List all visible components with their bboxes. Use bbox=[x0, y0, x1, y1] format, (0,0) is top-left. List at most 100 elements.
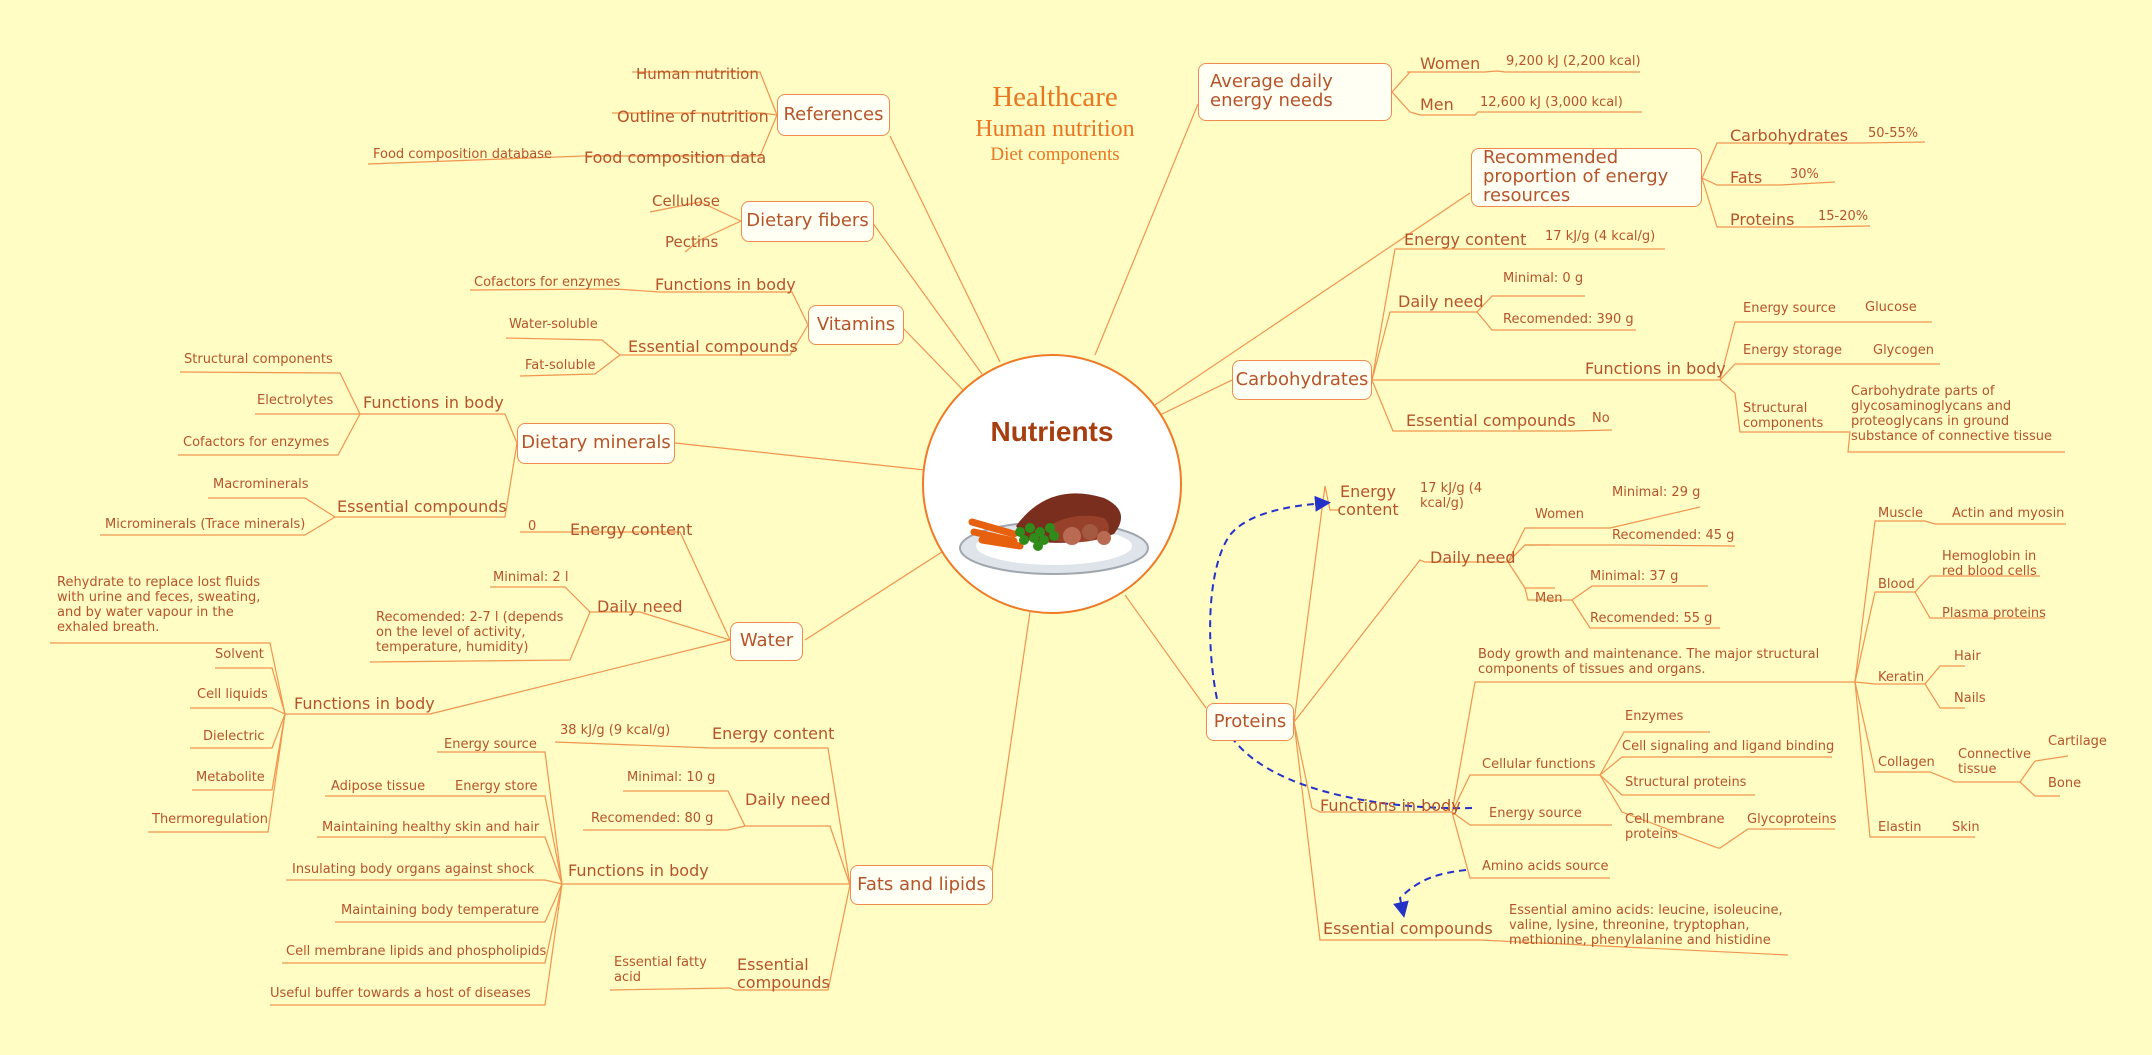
ref-human-nutrition[interactable]: Human nutrition bbox=[636, 65, 759, 83]
energy-men: Men bbox=[1420, 95, 1454, 114]
minerals-functions: Functions in body bbox=[363, 393, 504, 412]
water-recommended: Recomended: 2-7 l (depends on the level … bbox=[376, 610, 564, 655]
fats-essential-fatty-acid: Essential fatty acid bbox=[614, 955, 707, 985]
node-dietary-fibers[interactable]: Dietary fibers bbox=[741, 201, 874, 242]
hub-nutrients[interactable]: Nutrients bbox=[922, 354, 1182, 614]
node-proteins[interactable]: Proteins bbox=[1206, 703, 1294, 741]
node-dietary-minerals[interactable]: Dietary minerals bbox=[517, 423, 675, 464]
proportion-carbohydrates: Carbohydrates bbox=[1730, 126, 1849, 145]
proteins-blood: Blood bbox=[1878, 577, 1915, 592]
node-carbohydrates[interactable]: Carbohydrates bbox=[1232, 360, 1372, 400]
fats-adipose-tissue: Adipose tissue bbox=[331, 779, 426, 794]
fats-buffer: Useful buffer towards a host of diseases bbox=[270, 986, 531, 1001]
carbs-energy: Energy content bbox=[1404, 230, 1527, 249]
diagram-title-block: Healthcare Human nutrition Diet componen… bbox=[920, 80, 1190, 166]
proteins-energy-source: Energy source bbox=[1489, 806, 1582, 821]
proteins-functions: Functions in body bbox=[1320, 796, 1461, 815]
node-vitamins[interactable]: Vitamins bbox=[808, 305, 904, 345]
water-thermoregulation: Thermoregulation bbox=[152, 812, 268, 827]
ref-food-composition-data[interactable]: Food composition data bbox=[584, 148, 767, 167]
carbs-essential: Essential compounds bbox=[1406, 411, 1576, 430]
fats-minimal: Minimal: 10 g bbox=[627, 770, 716, 785]
fats-energy: Energy content bbox=[712, 724, 835, 743]
fats-daily-need: Daily need bbox=[745, 790, 831, 809]
proteins-enzymes: Enzymes bbox=[1625, 709, 1684, 724]
proteins-connective: Connective tissue bbox=[1958, 747, 2032, 777]
water-metabolite: Metabolite bbox=[196, 770, 265, 785]
vitamins-essential: Essential compounds bbox=[628, 337, 798, 356]
proteins-bone: Bone bbox=[2048, 776, 2082, 791]
vitamins-water-soluble: Water-soluble bbox=[509, 317, 598, 332]
minerals-essential: Essential compounds bbox=[337, 497, 507, 516]
carbs-glucose: Glucose bbox=[1865, 300, 1917, 315]
node-average-daily-energy-needs[interactable]: Average daily energy needs bbox=[1198, 63, 1392, 121]
carbs-structural: Structural components bbox=[1743, 401, 1824, 431]
proteins-cartilage: Cartilage bbox=[2048, 734, 2107, 749]
fats-functions: Functions in body bbox=[568, 861, 709, 880]
carbs-energy-value: 17 kJ/g (4 kcal/g) bbox=[1545, 229, 1656, 244]
water-dielectric: Dielectric bbox=[203, 729, 265, 744]
water-cell-liquids: Cell liquids bbox=[197, 687, 268, 702]
vitamins-cofactors: Cofactors for enzymes bbox=[474, 275, 621, 290]
proteins-hair: Hair bbox=[1954, 649, 1981, 664]
proteins-nails: Nails bbox=[1954, 691, 1986, 706]
water-daily-need: Daily need bbox=[597, 597, 683, 616]
proteins-structural: Structural proteins bbox=[1625, 775, 1747, 790]
fats-energy-source: Energy source bbox=[444, 737, 537, 752]
proteins-amino-source: Amino acids source bbox=[1482, 859, 1609, 874]
proteins-women-recommended: Recomended: 45 g bbox=[1612, 528, 1735, 543]
subsubtitle: Diet components bbox=[990, 143, 1120, 165]
carbs-glycogen: Glycogen bbox=[1873, 343, 1934, 358]
proportion-fats-value: 30% bbox=[1790, 167, 1819, 182]
node-recommended-proportion[interactable]: Recommended proportion of energy resourc… bbox=[1471, 148, 1702, 207]
hub-label: Nutrients bbox=[990, 416, 1114, 447]
vitamins-fat-soluble: Fat-soluble bbox=[525, 358, 596, 373]
proportion-proteins-value: 15-20% bbox=[1818, 209, 1869, 224]
proteins-energy: Energy content bbox=[1337, 482, 1399, 520]
fats-cell-membrane: Cell membrane lipids and phospholipids bbox=[286, 944, 547, 959]
carbs-energy-storage: Energy storage bbox=[1743, 343, 1843, 358]
proteins-men-recommended: Recomended: 55 g bbox=[1590, 611, 1713, 626]
proportion-carbohydrates-value: 50-55% bbox=[1868, 126, 1919, 141]
minerals-structural: Structural components bbox=[184, 352, 333, 367]
vitamins-functions: Functions in body bbox=[655, 275, 796, 294]
fats-energy-store: Energy store bbox=[455, 779, 538, 794]
minerals-micro: Microminerals (Trace minerals) bbox=[105, 517, 306, 532]
water-energy: Energy content bbox=[570, 520, 693, 539]
proteins-keratin: Keratin bbox=[1878, 670, 1925, 685]
fiber-cellulose: Cellulose bbox=[652, 192, 720, 210]
proteins-hemoglobin: Hemoglobin in red blood cells bbox=[1942, 549, 2037, 579]
proteins-signaling: Cell signaling and ligand binding bbox=[1622, 739, 1835, 754]
proteins-plasma: Plasma proteins bbox=[1942, 606, 2046, 621]
fats-body-temperature: Maintaining body temperature bbox=[341, 903, 540, 918]
carbs-energy-source: Energy source bbox=[1743, 301, 1836, 316]
proteins-cellular: Cellular functions bbox=[1482, 757, 1596, 772]
minerals-electrolytes: Electrolytes bbox=[257, 393, 334, 408]
water-energy-value: 0 bbox=[528, 519, 537, 534]
proteins-essential: Essential compounds bbox=[1323, 919, 1493, 938]
proteins-elastin: Elastin bbox=[1878, 820, 1922, 835]
proteins-amino-acids: Essential amino acids: leucine, isoleuci… bbox=[1509, 903, 1783, 948]
minerals-cofactors: Cofactors for enzymes bbox=[183, 435, 330, 450]
proteins-women: Women bbox=[1535, 507, 1584, 522]
carbs-essential-value: No bbox=[1592, 411, 1610, 426]
proportion-fats: Fats bbox=[1730, 168, 1763, 187]
fats-recommended: Recomended: 80 g bbox=[591, 811, 714, 826]
proteins-men-minimal: Minimal: 37 g bbox=[1590, 569, 1679, 584]
proteins-energy-value: 17 kJ/g (4 kcal/g) bbox=[1420, 481, 1483, 511]
carbs-minimal: Minimal: 0 g bbox=[1503, 271, 1584, 286]
ref-outline-of-nutrition[interactable]: Outline of nutrition bbox=[617, 107, 769, 126]
carbs-functions: Functions in body bbox=[1585, 359, 1726, 378]
water-functions: Functions in body bbox=[294, 694, 435, 713]
node-fats-and-lipids[interactable]: Fats and lipids bbox=[850, 865, 993, 905]
ref-food-composition-database[interactable]: Food composition database bbox=[373, 147, 552, 162]
node-water[interactable]: Water bbox=[730, 622, 803, 661]
fiber-pectins: Pectins bbox=[665, 233, 719, 251]
water-solvent: Solvent bbox=[215, 647, 264, 662]
node-references[interactable]: References bbox=[777, 94, 890, 136]
proteins-men: Men bbox=[1535, 591, 1563, 606]
proteins-collagen: Collagen bbox=[1878, 755, 1935, 770]
water-minimal: Minimal: 2 l bbox=[493, 570, 569, 585]
proteins-daily-need: Daily need bbox=[1430, 548, 1516, 567]
